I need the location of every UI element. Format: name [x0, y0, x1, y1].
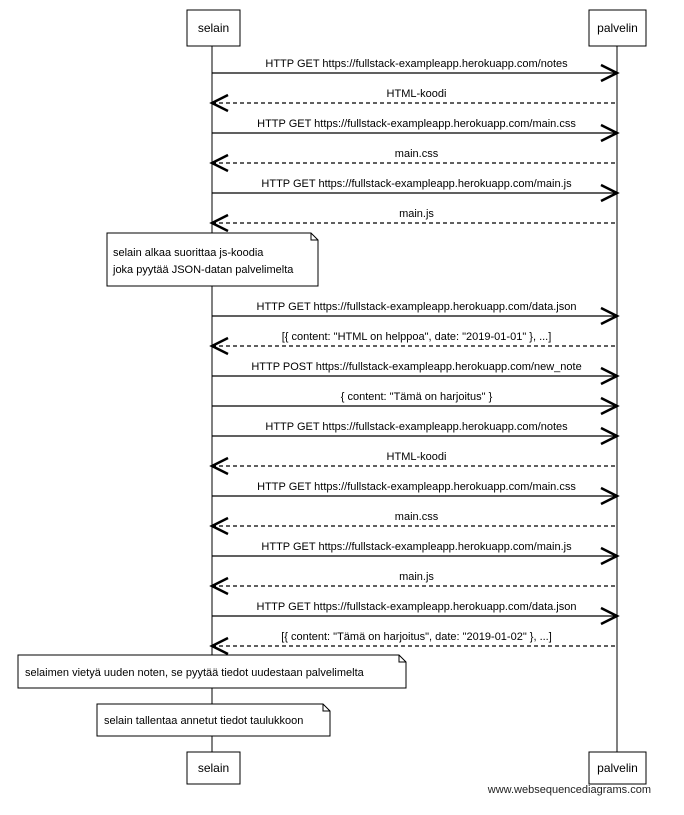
note-3: selain tallentaa annetut tiedot taulukko… [96, 703, 331, 737]
message-label: [{ content: "Tämä on harjoitus", date: "… [281, 631, 552, 643]
message-arrow: main.css [209, 148, 617, 173]
message-arrow: main.css [209, 511, 617, 536]
message-arrow: HTML-koodi [209, 88, 617, 113]
message-arrow: { content: "Tämä on harjoitus" } [212, 391, 620, 416]
message-label: main.js [399, 208, 434, 220]
message-label: HTTP GET https://fullstack-exampleapp.he… [261, 178, 572, 190]
participant-palvelin-bottom: palvelin [588, 751, 647, 785]
message-arrow: HTTP GET https://fullstack-exampleapp.he… [212, 118, 620, 143]
arrowhead-left-icon [209, 213, 229, 233]
note-2: selaimen vietyä uuden noten, se pyytää t… [17, 654, 407, 689]
arrowhead-right-icon [600, 606, 620, 626]
message-label: HTML-koodi [387, 88, 447, 100]
arrowhead-right-icon [600, 546, 620, 566]
arrowhead-right-icon [600, 486, 620, 506]
arrowhead-left-icon [209, 336, 229, 356]
note-1: selain alkaa suorittaa js-koodia joka py… [106, 232, 319, 287]
note-text: joka pyytää JSON-datan palvelimelta [112, 264, 294, 276]
participant-selain-bottom: selain [186, 751, 241, 785]
message-arrow: HTTP GET https://fullstack-exampleapp.he… [212, 301, 620, 326]
message-arrow: HTTP GET https://fullstack-exampleapp.he… [212, 58, 620, 83]
arrowhead-right-icon [600, 123, 620, 143]
message-arrow: [{ content: "HTML on helppoa", date: "20… [209, 331, 617, 356]
message-label: main.js [399, 571, 434, 583]
message-label: main.css [395, 511, 439, 523]
message-label: HTML-koodi [387, 451, 447, 463]
message-label: { content: "Tämä on harjoitus" } [341, 391, 493, 403]
arrowhead-right-icon [600, 63, 620, 83]
participant-palvelin-top: palvelin [588, 9, 647, 47]
note-text: selain tallentaa annetut tiedot taulukko… [104, 715, 303, 727]
message-arrow: main.js [209, 571, 617, 596]
message-arrow: HTML-koodi [209, 451, 617, 476]
participant-label: selain [198, 21, 229, 35]
watermark: www.websequencediagrams.com [487, 784, 651, 796]
message-label: main.css [395, 148, 439, 160]
message-arrow: HTTP GET https://fullstack-exampleapp.he… [212, 601, 620, 626]
arrowhead-left-icon [209, 516, 229, 536]
message-label: HTTP GET https://fullstack-exampleapp.he… [257, 301, 577, 313]
arrowhead-left-icon [209, 456, 229, 476]
arrowhead-left-icon [209, 93, 229, 113]
message-label: HTTP GET https://fullstack-exampleapp.he… [265, 58, 568, 70]
message-arrow: [{ content: "Tämä on harjoitus", date: "… [209, 631, 617, 656]
arrowhead-right-icon [600, 183, 620, 203]
message-label: HTTP GET https://fullstack-exampleapp.he… [257, 481, 576, 493]
message-arrow: HTTP GET https://fullstack-exampleapp.he… [212, 481, 620, 506]
message-arrow: HTTP GET https://fullstack-exampleapp.he… [212, 541, 620, 566]
participant-label: selain [198, 761, 229, 775]
message-label: HTTP GET https://fullstack-exampleapp.he… [261, 541, 572, 553]
arrowhead-right-icon [600, 306, 620, 326]
messages-group: HTTP GET https://fullstack-exampleapp.he… [209, 58, 620, 656]
message-label: HTTP GET https://fullstack-exampleapp.he… [265, 421, 568, 433]
arrowhead-right-icon [600, 396, 620, 416]
arrowhead-right-icon [600, 426, 620, 446]
message-arrow: HTTP GET https://fullstack-exampleapp.he… [212, 178, 620, 203]
arrowhead-left-icon [209, 636, 229, 656]
message-arrow: HTTP GET https://fullstack-exampleapp.he… [212, 421, 620, 446]
message-arrow: HTTP POST https://fullstack-exampleapp.h… [212, 361, 620, 386]
note-text: selaimen vietyä uuden noten, se pyytää t… [25, 667, 365, 679]
arrowhead-left-icon [209, 153, 229, 173]
message-label: HTTP GET https://fullstack-exampleapp.he… [257, 118, 576, 130]
participant-label: palvelin [597, 21, 638, 35]
message-label: [{ content: "HTML on helppoa", date: "20… [282, 331, 552, 343]
note-text: selain alkaa suorittaa js-koodia [113, 247, 264, 259]
arrowhead-left-icon [209, 576, 229, 596]
arrowhead-right-icon [600, 366, 620, 386]
message-label: HTTP GET https://fullstack-exampleapp.he… [257, 601, 577, 613]
participant-label: palvelin [597, 761, 638, 775]
participant-selain-top: selain [186, 9, 241, 47]
message-arrow: main.js [209, 208, 617, 233]
message-label: HTTP POST https://fullstack-exampleapp.h… [251, 361, 581, 373]
